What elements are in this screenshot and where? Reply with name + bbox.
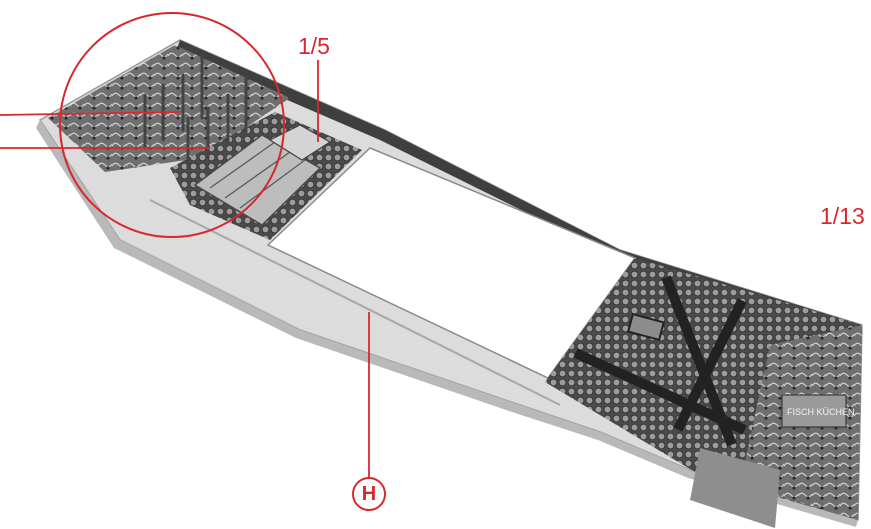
door-panel — [193, 134, 322, 226]
callout-label-1-13: 1/13 — [820, 203, 865, 229]
small-window-detail — [626, 312, 666, 342]
right-lower-print — [690, 448, 780, 528]
detail-highlight-circle — [59, 12, 285, 238]
base-plate-groove — [149, 199, 561, 406]
part-1-5 — [268, 124, 332, 161]
photo-signage-text: FISCH KÜCHEN — [787, 407, 855, 417]
callout-label-h: H — [352, 477, 386, 511]
timber-beams — [573, 275, 747, 447]
printed-back-strip — [176, 40, 862, 335]
pin-group — [143, 53, 248, 170]
callout-line-pin-a — [0, 111, 181, 116]
door-panel-rib — [239, 159, 306, 209]
callout-lines — [0, 60, 370, 477]
callout-label-1-5: 1/5 — [298, 33, 330, 59]
left-photo-print — [48, 45, 290, 172]
door-panel-rib — [209, 141, 276, 189]
signage-panel — [781, 394, 847, 428]
